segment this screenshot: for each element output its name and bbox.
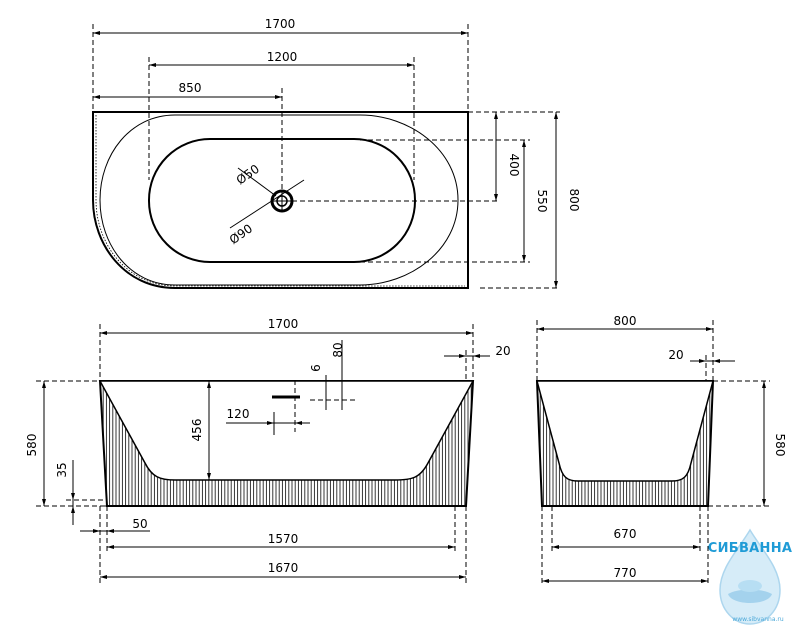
dim-550-top: 550 xyxy=(535,190,549,213)
dim-400-top: 400 xyxy=(507,154,521,177)
dim-456-front: 456 xyxy=(190,419,204,442)
front-basin xyxy=(98,380,475,481)
dim-850-top: 850 xyxy=(179,81,202,95)
dim-1200-top: 1200 xyxy=(267,50,298,64)
dim-580-side: 580 xyxy=(773,434,787,457)
dim-580-front: 580 xyxy=(25,434,39,457)
dim-120-front: 120 xyxy=(227,407,250,421)
dim-670-side: 670 xyxy=(614,527,637,541)
logo-brand: СИБВАННА xyxy=(707,541,793,556)
dim-800-side: 800 xyxy=(614,314,637,328)
dim-800-top: 800 xyxy=(567,189,581,212)
dia-50-label: Ø50 xyxy=(234,162,262,188)
dim-50-front: 50 xyxy=(132,517,147,531)
dim-20-side: 20 xyxy=(668,348,683,362)
dia-90-label: Ø90 xyxy=(227,221,255,247)
side-basin xyxy=(536,380,714,482)
dim-1570-front: 1570 xyxy=(268,532,299,546)
sibvanna-logo-icon xyxy=(719,528,781,625)
dim-80-front: 80 xyxy=(331,342,345,357)
dim-1670-front: 1670 xyxy=(268,561,299,575)
front-view: 120 6 80 456 1700 20 580 35 xyxy=(25,317,511,585)
logo-url: www.sibvanna.ru xyxy=(732,616,784,623)
dim-35-front: 35 xyxy=(55,462,69,477)
dim-770-side: 770 xyxy=(614,566,637,580)
dim-1700-top: 1700 xyxy=(265,17,296,31)
dim-6-front: 6 xyxy=(309,364,323,372)
dim-1700-front: 1700 xyxy=(268,317,299,331)
tub-outline-top xyxy=(92,111,469,289)
top-view: 1700 1200 850 Ø50 Ø90 400 550 800 xyxy=(92,17,581,289)
dim-20-front: 20 xyxy=(495,344,510,358)
side-view: 800 20 580 670 770 xyxy=(535,314,787,585)
tub-rim-top xyxy=(99,114,459,286)
